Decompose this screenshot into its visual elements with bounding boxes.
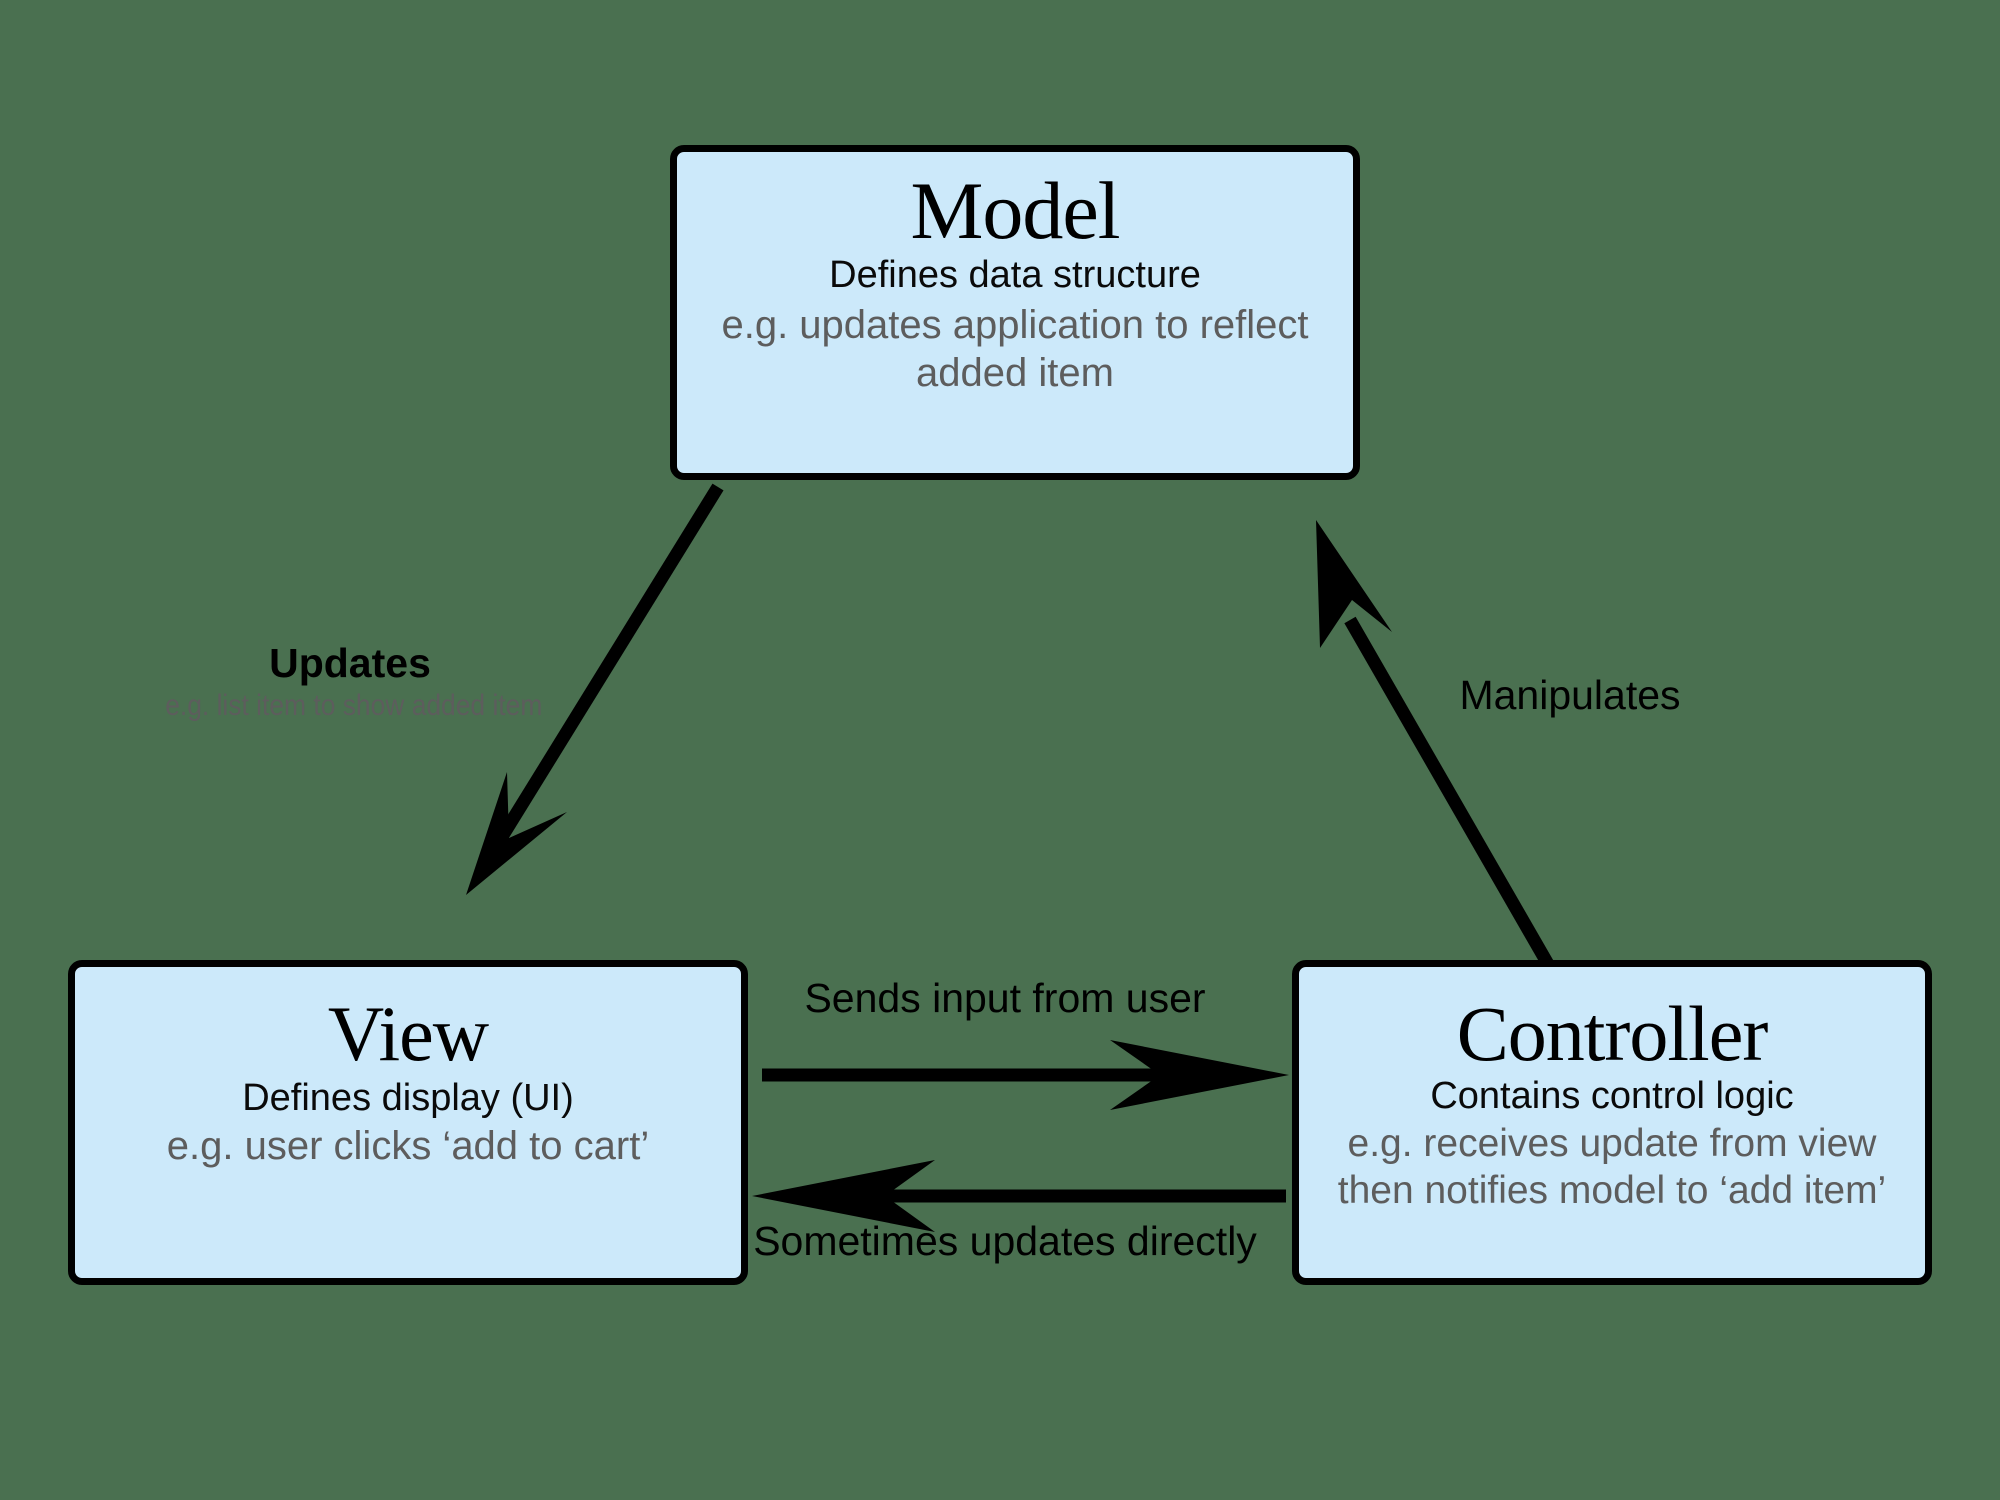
node-view[interactable]: View Defines display (UI) e.g. user clic… <box>68 960 748 1285</box>
arrow-view-to-controller <box>762 1040 1289 1110</box>
node-controller-example: e.g. receives update from view then noti… <box>1337 1121 1887 1213</box>
node-model-subtitle: Defines data structure <box>829 254 1201 296</box>
edge-label-sometimes-updates-text: Sometimes updates directly <box>753 1218 1257 1264</box>
edge-label-sends-input-text: Sends input from user <box>804 975 1206 1021</box>
edge-label-manipulates-text: Manipulates <box>1459 672 1681 718</box>
node-controller-title: Controller <box>1456 990 1769 1077</box>
node-model-example: e.g. updates application to reflect adde… <box>721 302 1309 396</box>
node-view-subtitle: Defines display (UI) <box>242 1077 574 1119</box>
node-view-title: View <box>327 990 489 1077</box>
edge-label-view-to-controller: Sends input from user <box>770 975 1240 1022</box>
node-controller[interactable]: Controller Contains control logic e.g. r… <box>1292 960 1932 1285</box>
node-controller-subtitle: Contains control logic <box>1430 1075 1794 1117</box>
node-model-title: Model <box>910 165 1120 256</box>
edge-label-updates-example: e.g. list item to show added item <box>165 689 543 722</box>
edge-label-model-to-view: Updates e.g. list item to show added ite… <box>140 640 560 723</box>
edge-label-controller-to-view: Sometimes updates directly <box>740 1218 1270 1265</box>
edge-label-controller-to-model: Manipulates <box>1400 672 1740 719</box>
arrow-controller-to-model <box>1316 520 1566 989</box>
node-model[interactable]: Model Defines data structure e.g. update… <box>670 145 1360 480</box>
edge-label-updates-text: Updates <box>269 640 431 686</box>
node-view-example: e.g. user clicks ‘add to cart’ <box>166 1123 650 1168</box>
